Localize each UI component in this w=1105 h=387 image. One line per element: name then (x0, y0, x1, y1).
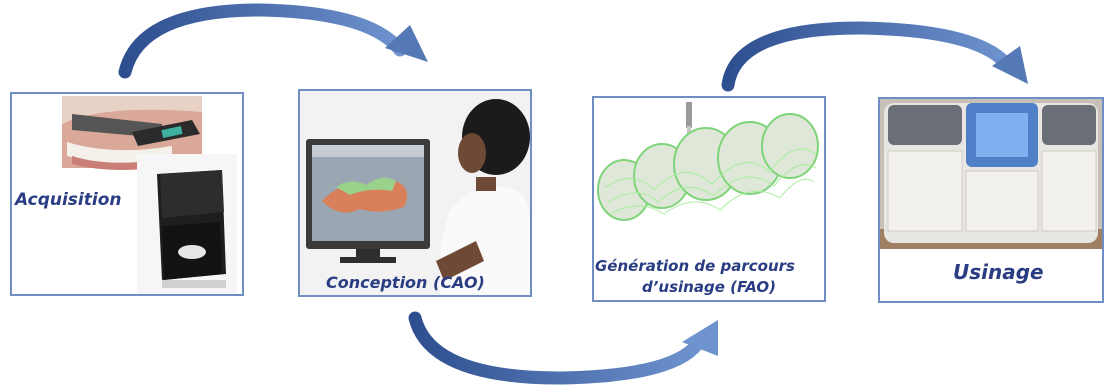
arrow-conception-to-fao (408, 311, 718, 385)
acquisition-illustration (62, 96, 237, 294)
usinage-label: Usinage (953, 260, 1044, 284)
conception-label: Conception (CAO) (326, 273, 485, 292)
fao-label-line2: d’usinage (FAO) (642, 278, 777, 296)
fao-illustration (597, 102, 819, 221)
arrow-fao-to-usinage (721, 21, 1028, 92)
acquisition-label: Acquisition (15, 190, 122, 210)
desktop-scanner (137, 154, 237, 294)
milling-machine-photo (880, 99, 1102, 249)
conception-illustration (300, 91, 530, 295)
fao-label-line1: Génération de parcours (595, 257, 795, 275)
panel-acquisition: Acquisition (10, 92, 244, 296)
arrow-acquisition-to-conception (118, 3, 428, 79)
cad-workstation-photo (300, 91, 530, 295)
panel-usinage: Usinage (878, 97, 1104, 303)
panel-fao: Génération de parcours d’usinage (FAO) (592, 96, 826, 302)
panel-conception: Conception (CAO) (298, 89, 532, 297)
milling-toolpath-render (597, 102, 819, 221)
usinage-illustration (880, 99, 1102, 249)
